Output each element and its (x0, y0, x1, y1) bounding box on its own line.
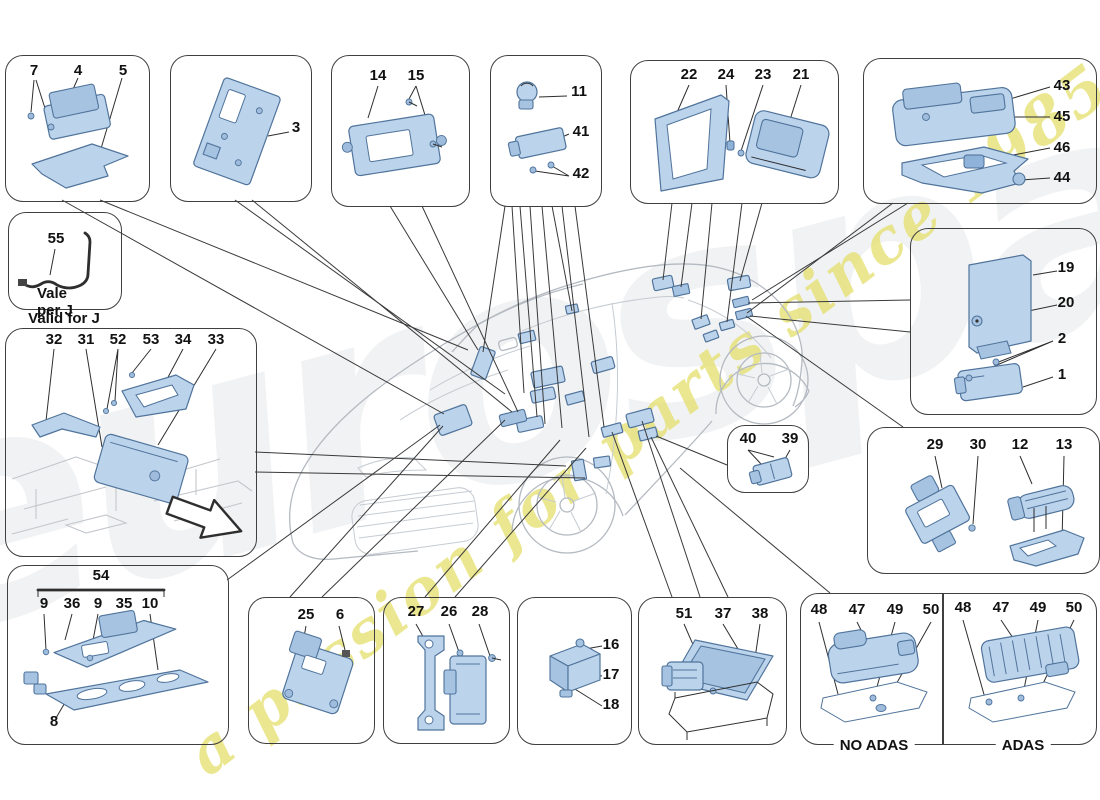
part-label-29: 29 (926, 436, 944, 453)
part-group-11-41-42: 11 41 42 (490, 55, 602, 207)
part-group-25-6: 25 6 (248, 597, 375, 744)
part-label-50a: 50 (922, 601, 940, 618)
part-label-30: 30 (969, 436, 987, 453)
part-label-26: 26 (440, 603, 458, 620)
part-label-13: 13 (1055, 436, 1073, 453)
part-group-14-15: 14 15 (331, 55, 470, 207)
part-group-22-24-23-21: 22 24 23 21 (630, 60, 839, 204)
part-label-18: 18 (602, 696, 620, 713)
part-group-55: 55 Vale per J (8, 212, 122, 319)
part-label-14: 14 (369, 67, 387, 84)
part-label-3: 3 (291, 119, 301, 136)
part-label-9a: 9 (39, 595, 49, 612)
note-vale-per-j: Vale per J (37, 285, 73, 319)
part-label-42: 42 (572, 165, 590, 182)
part-label-40: 40 (739, 430, 757, 447)
part-label-55: 55 (47, 230, 65, 247)
part-label-10: 10 (141, 595, 159, 612)
part-group-no-adas: 48 47 49 50 NO ADAS (800, 593, 944, 754)
part-group-27-26-28: 27 26 28 (383, 597, 510, 744)
part-label-51: 51 (675, 605, 693, 622)
part-label-25: 25 (297, 606, 315, 623)
part-group-16-17-18: 16 17 18 (517, 597, 632, 745)
part-label-2: 2 (1057, 330, 1067, 347)
part-group-43-45-46-44: 43 45 46 44 (863, 58, 1097, 204)
part-label-47b: 47 (992, 599, 1010, 616)
part-label-6: 6 (335, 606, 345, 623)
part-label-53: 53 (142, 331, 160, 348)
caption-no-adas: NO ADAS (833, 737, 915, 754)
part-label-48b: 48 (954, 599, 972, 616)
direction-arrow (165, 495, 243, 539)
part-group-adas: 48 47 49 50 ADAS (942, 593, 1097, 754)
part-label-4: 4 (73, 62, 83, 79)
part-label-24: 24 (717, 66, 735, 83)
part-label-22: 22 (680, 66, 698, 83)
part-label-5: 5 (118, 62, 128, 79)
part-label-38: 38 (751, 605, 769, 622)
part-label-11: 11 (571, 83, 587, 100)
part-label-43: 43 (1053, 77, 1071, 94)
part-label-49a: 49 (886, 601, 904, 618)
part-label-20: 20 (1057, 294, 1075, 311)
part-label-49b: 49 (1029, 599, 1047, 616)
part-label-32: 32 (45, 331, 63, 348)
part-label-9b: 9 (93, 595, 103, 612)
part-label-33: 33 (207, 331, 225, 348)
part-group-29-30-12-13: 29 30 12 13 (867, 427, 1100, 574)
part-label-17: 17 (602, 666, 620, 683)
part-label-27: 27 (407, 603, 425, 620)
part-group-19-20-2-1: 19 20 2 1 (910, 228, 1097, 415)
part-label-54: 54 (92, 567, 110, 584)
part-label-46: 46 (1053, 139, 1071, 156)
part-label-44: 44 (1053, 169, 1071, 186)
caption-adas: ADAS (995, 737, 1051, 754)
part-label-31: 31 (77, 331, 95, 348)
part-label-16: 16 (602, 636, 620, 653)
part-label-7: 7 (29, 62, 39, 79)
part-group-40-39: 40 39 (727, 425, 809, 493)
part-label-47a: 47 (848, 601, 866, 618)
part-label-23: 23 (754, 66, 772, 83)
part-label-41: 41 (572, 123, 590, 140)
part-label-28: 28 (471, 603, 489, 620)
part-label-8: 8 (49, 713, 59, 730)
part-label-37: 37 (714, 605, 732, 622)
leader-lines (61, 199, 911, 598)
part-label-34: 34 (174, 331, 192, 348)
part-label-12: 12 (1011, 436, 1029, 453)
part-group-54: 54 9 36 9 35 10 8 (7, 565, 229, 745)
part-label-35: 35 (115, 595, 133, 612)
part-label-50b: 50 (1065, 599, 1083, 616)
part-label-15: 15 (407, 67, 425, 84)
part-group-3: 3 (170, 55, 312, 202)
part-label-52: 52 (109, 331, 127, 348)
part-label-21: 21 (792, 66, 810, 83)
part-label-1: 1 (1057, 366, 1067, 383)
part-label-39: 39 (781, 430, 799, 447)
part-label-36: 36 (63, 595, 81, 612)
part-label-45: 45 (1053, 108, 1071, 125)
part-label-48a: 48 (810, 601, 828, 618)
part-label-19: 19 (1057, 259, 1075, 276)
part-group-51-37-38: 51 37 38 (638, 597, 787, 745)
note-valid-for-j: Valid for J (28, 310, 100, 327)
part-group-32-31-52-53-34-33: 32 31 52 53 34 33 (5, 328, 257, 557)
part-group-7-4-5: 7 4 5 (5, 55, 150, 202)
